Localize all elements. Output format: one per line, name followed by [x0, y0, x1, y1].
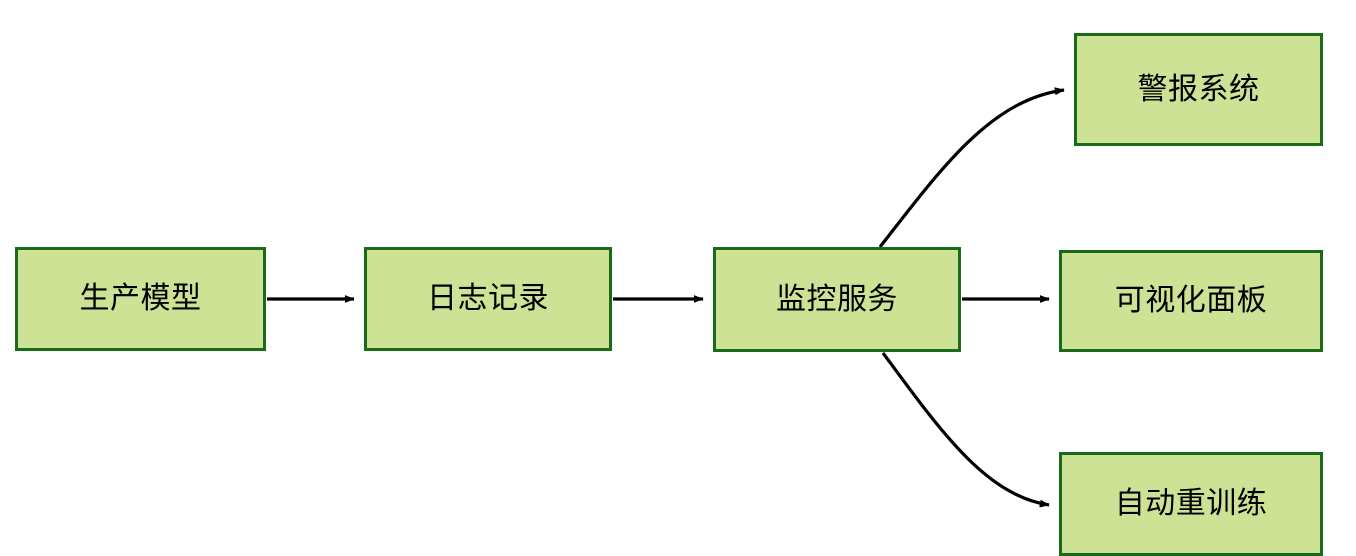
- node-auto-retraining[interactable]: 自动重训练: [1059, 452, 1323, 556]
- node-label-visualization-dashboard: 可视化面板: [1114, 283, 1268, 318]
- node-alert-system[interactable]: 警报系统: [1074, 33, 1323, 146]
- node-label-production-model: 生产模型: [79, 281, 202, 316]
- node-production-model[interactable]: 生产模型: [15, 247, 266, 351]
- node-label-monitoring-service: 监控服务: [776, 281, 898, 317]
- edge-monitoring-service-to-alert-system: [878, 87, 1065, 248]
- node-label-auto-retraining: 自动重训练: [1114, 486, 1268, 521]
- edge-monitoring-service-to-auto-retraining: [881, 352, 1050, 508]
- node-label-alert-system: 警报系统: [1137, 71, 1260, 107]
- node-visualization-dashboard[interactable]: 可视化面板: [1059, 250, 1323, 352]
- node-monitoring-service[interactable]: 监控服务: [713, 247, 961, 352]
- node-label-logging: 日志记录: [427, 281, 549, 316]
- node-logging[interactable]: 日志记录: [364, 247, 612, 351]
